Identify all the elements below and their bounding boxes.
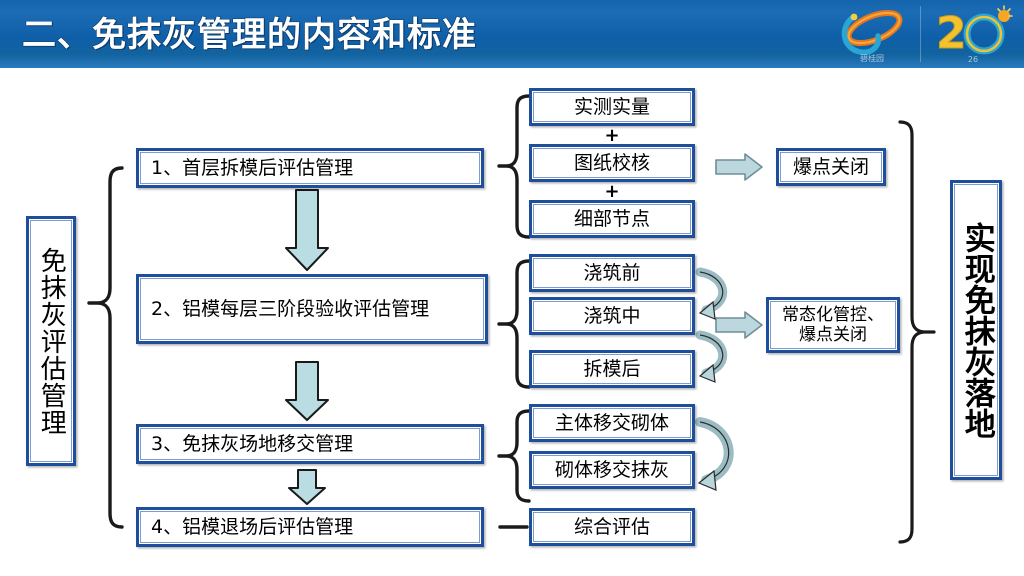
- detail-box-before-pour[interactable]: 浇筑前: [529, 254, 695, 292]
- plus-connector-1: +: [604, 125, 620, 146]
- stage-label-2: 2、铝模每层三阶段验收评估管理: [151, 297, 430, 320]
- detail-label-structure-to-masonry: 主体移交砌体: [554, 411, 669, 434]
- stage-1-to-2-arrow: [285, 189, 329, 271]
- stage-3-detail-brace: [497, 409, 531, 503]
- detail-to-outcome-2-arrow: [715, 311, 763, 339]
- outcome-label-2: 常态化管控、 爆点关闭: [782, 304, 884, 345]
- anniversary-logo-caption: 26: [967, 55, 979, 64]
- biguiyuan-logo: 碧桂园: [832, 4, 912, 66]
- outcome-box-2[interactable]: 常态化管控、 爆点关闭: [766, 297, 900, 353]
- stage-label-3: 3、免抹灰场地移交管理: [151, 432, 354, 455]
- pour-before-to-during-hook: [695, 267, 728, 320]
- stage-label-1: 1、首层拆模后评估管理: [151, 156, 354, 179]
- pour-during-to-after-hook: [695, 330, 728, 383]
- detail-box-detail-node[interactable]: 细部节点: [529, 200, 695, 238]
- stage-2-to-3-arrow: [285, 361, 329, 421]
- biguiyuan-logo-caption: 碧桂园: [860, 54, 884, 63]
- result-brace: [898, 120, 936, 544]
- flowchart-canvas: 免抹灰评估管理 1、首层拆模后评估管理 2、铝模每层三阶段验收评估管理 3、免抹…: [0, 70, 1024, 576]
- stage-box-3[interactable]: 3、免抹灰场地移交管理: [136, 424, 484, 464]
- stage-2-detail-brace: [497, 259, 531, 389]
- detail-to-outcome-1-arrow: [715, 153, 763, 181]
- detail-label-overall-assessment: 综合评估: [573, 515, 650, 538]
- slide-title: 二、免抹灰管理的内容和标准: [22, 15, 477, 55]
- logo-divider: [920, 6, 921, 62]
- anniversary-26-logo: 2 26: [932, 4, 1014, 66]
- detail-box-structure-to-masonry[interactable]: 主体移交砌体: [529, 404, 695, 442]
- detail-label-before-pour: 浇筑前: [583, 261, 641, 284]
- stage-box-2[interactable]: 2、铝模每层三阶段验收评估管理: [136, 274, 488, 344]
- detail-label-during-pour: 浇筑中: [583, 304, 641, 327]
- detail-label-detail-node: 细部节点: [573, 207, 650, 230]
- plus-connector-2: +: [604, 181, 620, 202]
- detail-label-measure: 实测实量: [573, 95, 650, 118]
- outcome-label-1: 爆点关闭: [792, 155, 869, 178]
- detail-label-after-demould: 拆模后: [583, 357, 641, 380]
- result-box: 实现免抹灰落地: [950, 180, 1002, 480]
- result-label: 实现免抹灰落地: [958, 221, 995, 439]
- stage-box-4[interactable]: 4、铝模退场后评估管理: [136, 507, 484, 547]
- stage-3-to-4-arrow: [288, 469, 326, 505]
- stage-label-4: 4、铝模退场后评估管理: [151, 515, 354, 538]
- detail-label-masonry-to-plaster: 砌体移交抹灰: [554, 458, 669, 481]
- stage-box-1[interactable]: 1、首层拆模后评估管理: [136, 148, 484, 188]
- detail-box-measure[interactable]: 实测实量: [529, 88, 695, 126]
- handover-hook: [695, 417, 734, 491]
- left-group-box: 免抹灰评估管理: [26, 216, 76, 466]
- svg-text:2: 2: [936, 8, 967, 59]
- detail-box-after-demould[interactable]: 拆模后: [529, 350, 695, 388]
- slide-header: 二、免抹灰管理的内容和标准 碧桂园 2 26: [0, 0, 1024, 70]
- detail-box-drawing-check[interactable]: 图纸校核: [529, 144, 695, 182]
- detail-label-drawing-check: 图纸校核: [573, 151, 650, 174]
- left-group-label: 免抹灰评估管理: [36, 246, 67, 436]
- left-group-brace: [87, 166, 124, 529]
- stage-1-detail-brace: [497, 94, 531, 239]
- header-underline: [0, 68, 1024, 71]
- outcome-box-1[interactable]: 爆点关闭: [776, 148, 886, 186]
- detail-box-during-pour[interactable]: 浇筑中: [529, 297, 695, 335]
- detail-box-masonry-to-plaster[interactable]: 砌体移交抹灰: [529, 451, 695, 489]
- detail-box-overall-assessment[interactable]: 综合评估: [529, 508, 695, 546]
